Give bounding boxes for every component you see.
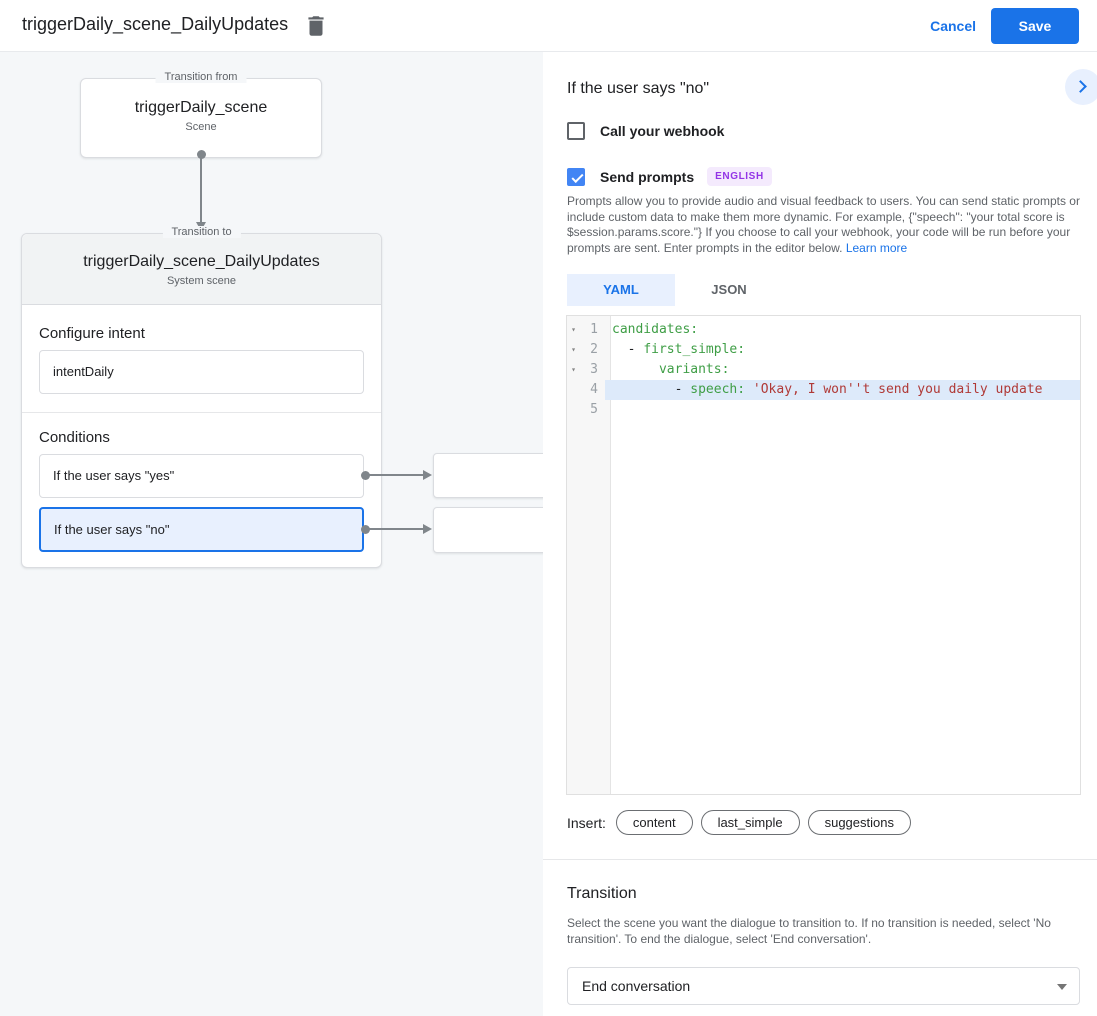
panel-title: If the user says "no": [567, 80, 710, 97]
send-prompts-row: Send prompts ENGLISH: [567, 167, 772, 186]
editor-line[interactable]: 4 - speech: 'Okay, I won''t send you dai…: [567, 380, 1080, 400]
delete-scene-button[interactable]: [303, 13, 329, 39]
configure-intent-label: Configure intent: [39, 325, 145, 342]
condition-item-no[interactable]: If the user says "no": [39, 507, 364, 552]
connector-dot: [361, 525, 370, 534]
fold-spacer: [567, 380, 580, 400]
insert-chip-suggestions[interactable]: suggestions: [807, 810, 911, 835]
trash-icon: [303, 16, 329, 43]
connector-dot: [197, 150, 206, 159]
editor-line[interactable]: ▾ 2 - first_simple:: [567, 340, 1080, 360]
transition-description: Select the scene you want the dialogue t…: [567, 916, 1051, 946]
transition-to-body: Configure intent intentDaily Conditions …: [22, 305, 381, 552]
connector-line: [369, 474, 424, 476]
code-line-content: variants:: [658, 362, 730, 377]
line-number: 4: [590, 382, 598, 397]
card-divider: [22, 412, 381, 413]
call-webhook-label: Call your webhook: [600, 123, 725, 139]
dropdown-caret-icon: [1057, 984, 1067, 990]
connector-line: [200, 158, 202, 222]
transition-to-title: triggerDaily_scene_DailyUpdates: [83, 253, 320, 270]
editor-gutter: [567, 316, 611, 794]
conditions-label: Conditions: [39, 429, 110, 446]
transition-select-value: End conversation: [582, 978, 691, 994]
transition-to-subtitle: System scene: [166, 275, 237, 287]
learn-more-link[interactable]: Learn more: [845, 240, 908, 255]
collapse-panel-button[interactable]: [1065, 69, 1097, 105]
fold-toggle-icon[interactable]: ▾: [571, 365, 576, 374]
transition-to-legend: Transition to: [162, 226, 241, 238]
insert-label: Insert:: [567, 814, 606, 831]
connector-dot: [361, 471, 370, 480]
cancel-button[interactable]: Cancel: [930, 18, 976, 34]
call-webhook-checkbox[interactable]: [567, 122, 585, 140]
fold-toggle-icon[interactable]: ▾: [571, 325, 576, 334]
save-button[interactable]: Save: [991, 8, 1079, 44]
editor-tabs: YAML JSON: [567, 274, 783, 306]
transition-to-header: triggerDaily_scene_DailyUpdates System s…: [22, 234, 381, 305]
editor-lines: ▾ 1 candidates: ▾ 2 - first_simple: ▾ 3 varian…: [567, 320, 1080, 420]
condition-target-node[interactable]: [433, 507, 555, 553]
transition-from-subtitle: Scene: [185, 121, 217, 133]
intent-input[interactable]: intentDaily: [39, 350, 364, 394]
tab-json[interactable]: JSON: [711, 282, 747, 297]
transition-section-title: Transition: [567, 885, 637, 902]
code-line-content: [605, 400, 1080, 420]
line-number: 1: [590, 322, 598, 337]
insert-chip-content[interactable]: content: [615, 810, 693, 835]
code-line-content: - speech: 'Okay, I won''t send you daily…: [605, 380, 1080, 400]
transition-from-node[interactable]: Transition from triggerDaily_scene Scene: [80, 71, 322, 158]
arrow-right-icon: [423, 524, 432, 534]
fold-toggle-icon[interactable]: ▾: [571, 345, 576, 354]
line-number: 5: [590, 402, 598, 417]
condition-target-node[interactable]: [433, 453, 555, 498]
transition-from-legend: Transition from: [155, 71, 247, 83]
send-prompts-checkbox[interactable]: [567, 167, 585, 186]
insert-chip-last-simple[interactable]: last_simple: [700, 810, 800, 835]
code-line-content: candidates:: [612, 322, 699, 337]
editor-line[interactable]: ▾ 1 candidates:: [567, 320, 1080, 340]
code-editor[interactable]: ▾ 1 candidates: ▾ 2 - first_simple: ▾ 3 varian…: [566, 315, 1081, 795]
transition-to-card: Transition to triggerDaily_scene_DailyUp…: [21, 226, 382, 568]
line-number: 2: [590, 342, 598, 357]
condition-item-yes[interactable]: If the user says "yes": [39, 454, 364, 498]
editor-line[interactable]: ▾ 3 variants:: [567, 360, 1080, 380]
prompts-description: Prompts allow you to provide audio and v…: [567, 194, 1083, 256]
condition-detail-panel: If the user says "no" Call your webhook …: [543, 52, 1097, 1016]
chevron-right-icon: [1074, 80, 1087, 93]
connector-line: [369, 528, 424, 530]
insert-row: Insert: content last_simple suggestions: [567, 810, 919, 835]
line-number: 3: [590, 362, 598, 377]
code-line-content: - first_simple:: [612, 342, 746, 357]
prompts-description-text: Prompts allow you to provide audio and v…: [567, 194, 1080, 255]
send-prompts-label: Send prompts: [600, 168, 695, 185]
editor-line[interactable]: 5: [567, 400, 1080, 420]
transition-from-title: triggerDaily_scene: [134, 99, 268, 116]
transition-select[interactable]: End conversation: [567, 967, 1080, 1005]
panel-divider: [543, 859, 1097, 860]
page-title: triggerDaily_scene_DailyUpdates: [22, 14, 289, 34]
top-bar: triggerDaily_scene_DailyUpdates Cancel S…: [0, 0, 1097, 52]
webhook-row: Call your webhook: [567, 122, 724, 140]
tab-yaml[interactable]: YAML: [567, 274, 675, 306]
language-badge: ENGLISH: [707, 167, 772, 186]
arrow-right-icon: [423, 470, 432, 480]
fold-spacer: [567, 400, 580, 420]
